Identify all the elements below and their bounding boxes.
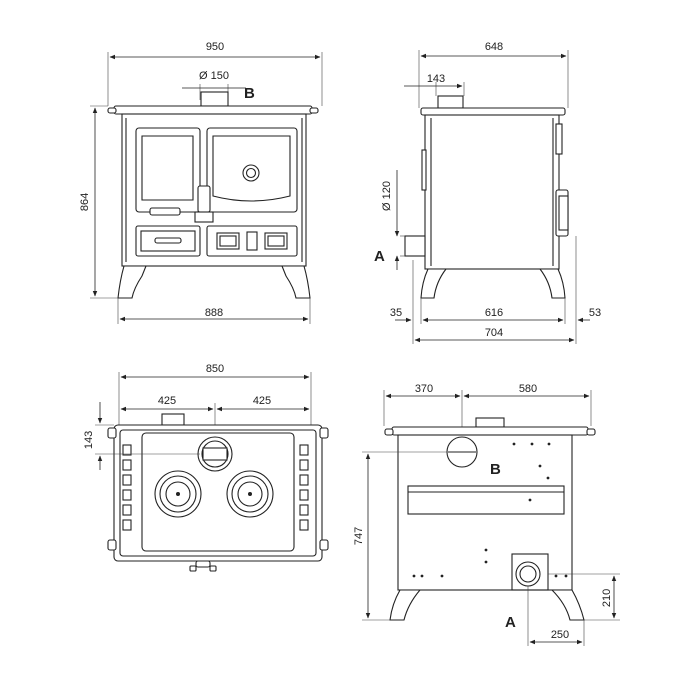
rear-top-plate bbox=[391, 426, 589, 436]
front-width-dim: 950 bbox=[206, 41, 224, 53]
rear-inlet-height-dim: 210 bbox=[601, 589, 613, 607]
top-left-hotplate bbox=[154, 470, 202, 518]
side-body bbox=[424, 114, 560, 270]
front-ash-drawer bbox=[135, 225, 201, 257]
top-right-grille bbox=[299, 444, 309, 531]
top-half-left-dim: 425 bbox=[158, 395, 176, 407]
front-flue-pipe bbox=[200, 91, 229, 107]
rear-right-dim: 580 bbox=[519, 383, 537, 395]
front-height-dim: 864 bbox=[79, 193, 91, 211]
top-cooktop bbox=[141, 432, 295, 552]
side-inlet-pipe bbox=[404, 235, 426, 257]
front-left-leg bbox=[117, 265, 147, 299]
side-right-leg bbox=[538, 268, 566, 299]
rear-right-leg bbox=[550, 589, 585, 621]
rear-fixing-holes bbox=[412, 442, 568, 578]
top-left-grille bbox=[122, 444, 132, 531]
rear-view: 370 580 B bbox=[353, 383, 620, 646]
front-flue-dim: Ø 150 bbox=[199, 70, 229, 82]
front-oven-door bbox=[206, 127, 298, 213]
rear-panel bbox=[407, 485, 565, 515]
rear-left-dim: 370 bbox=[415, 383, 433, 395]
front-center-handle bbox=[197, 185, 211, 213]
side-flue-pipe bbox=[437, 95, 464, 109]
side-body-dim: 616 bbox=[485, 307, 503, 319]
rear-height-dim: 747 bbox=[353, 527, 365, 545]
front-door-handle-left bbox=[149, 207, 181, 216]
side-left-overhang-dim: 35 bbox=[390, 307, 402, 319]
side-left-leg bbox=[420, 268, 448, 299]
top-half-right-dim: 425 bbox=[253, 395, 271, 407]
rear-inlet-label: A bbox=[505, 614, 516, 631]
rear-body bbox=[397, 434, 573, 591]
rear-flue-label: B bbox=[490, 461, 501, 478]
side-depth-dim: 648 bbox=[485, 41, 503, 53]
thermometer-icon bbox=[242, 164, 260, 182]
rear-left-leg bbox=[389, 589, 422, 621]
side-total-depth-dim: 704 bbox=[485, 327, 503, 339]
front-lower-panel bbox=[206, 225, 298, 257]
side-inlet-label: A bbox=[374, 248, 385, 265]
front-top-plate bbox=[113, 105, 313, 115]
side-flue-offset-dim: 143 bbox=[427, 73, 445, 85]
top-outline bbox=[113, 424, 323, 562]
side-inlet-dim: Ø 120 bbox=[381, 181, 393, 211]
front-right-leg bbox=[281, 265, 311, 299]
front-view: 950 Ø 150 B bbox=[79, 41, 323, 324]
top-flue-offset-dim: 143 bbox=[83, 431, 95, 449]
side-view: 648 143 Ø 120 A bbox=[374, 41, 601, 344]
top-width-dim: 850 bbox=[206, 363, 224, 375]
top-right-hotplate bbox=[226, 470, 274, 518]
front-flue-label: B bbox=[244, 85, 255, 102]
front-base-dim: 888 bbox=[205, 307, 223, 319]
top-view: 850 425 425 bbox=[83, 363, 329, 572]
side-top-plate bbox=[420, 107, 566, 116]
rear-inlet-offset-dim: 250 bbox=[551, 629, 569, 641]
side-right-overhang-dim: 53 bbox=[589, 307, 601, 319]
